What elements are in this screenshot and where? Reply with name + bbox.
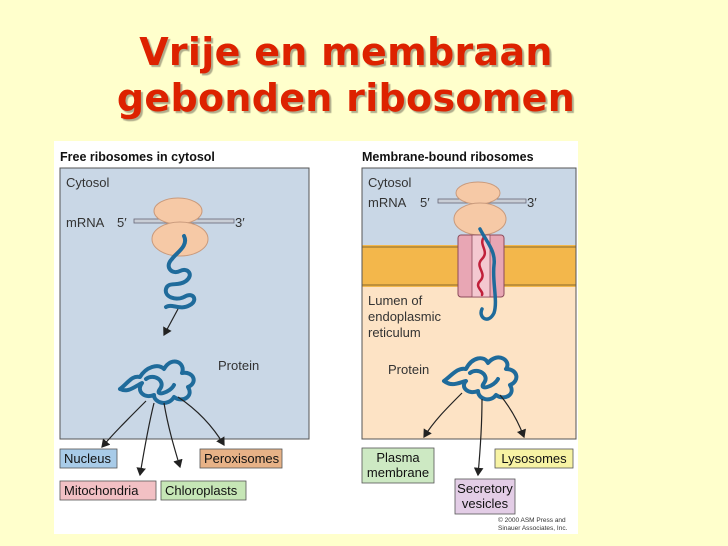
left-mrna-label: mRNA [66,215,105,230]
mitochondria-box [59,480,157,501]
plasma-membrane-box [361,447,435,484]
left-heading: Free ribosomes in cytosol [60,150,215,164]
translocon-channel [457,234,505,298]
right-panel-border [361,167,577,440]
plasma-label-line2: membrane [367,465,429,480]
lysosomes-box [494,448,574,469]
ribosome-figure: Free ribosomes in cytosol Cytosol mRNA 5… [54,141,578,534]
right-polypeptide [478,227,498,321]
right-cytosol-label: Cytosol [368,175,411,190]
right-protein-label: Protein [388,362,429,377]
right-mrna-label: mRNA [368,195,407,210]
lysosomes-label: Lysosomes [501,451,567,466]
copyright-line2: Sinauer Associates, Inc. [498,525,568,532]
right-ribosome [453,181,507,236]
left-arrow-down [163,308,179,337]
arrow-to-lysosomes [499,394,526,439]
nucleus-label: Nucleus [64,451,111,466]
right-five-prime: 5′ [420,195,430,210]
secretory-label-line1: Secretory [457,481,513,496]
left-protein-label: Protein [218,358,259,373]
plasma-label-line1: Plasma [376,450,420,465]
left-protein-fold [144,374,176,396]
left-polypeptide [163,234,197,310]
peroxisomes-label: Peroxisomes [204,451,280,466]
chloroplasts-box [160,480,247,501]
left-three-prime: 3′ [235,215,245,230]
arrow-to-secretory-vesicles [473,398,484,477]
signal-peptide [476,235,487,297]
right-protein [442,355,519,402]
mitochondria-label: Mitochondria [64,483,139,498]
chloroplasts-label: Chloroplasts [165,483,238,498]
copyright-line1: © 2000 ASM Press and [498,516,566,524]
peroxisomes-box [199,448,283,469]
arrow-to-peroxisomes [177,396,225,447]
left-protein [118,359,196,405]
lumen-label-line2: endoplasmic [368,309,441,324]
arrow-to-nucleus [101,400,147,448]
right-heading: Membrane-bound ribosomes [362,150,534,164]
nucleus-box [59,448,118,469]
left-ribosome [151,197,209,257]
slide-title-line2: gebonden ribosomen [116,76,576,120]
secretory-label-line2: vesicles [462,496,509,511]
arrow-to-chloroplasts [163,402,183,469]
lumen-label-line1: Lumen of [368,293,423,308]
right-protein-fold [468,368,500,390]
left-cytosol-label: Cytosol [66,175,109,190]
right-three-prime: 3′ [527,195,537,210]
arrow-to-mitochondria [136,402,155,477]
secretory-vesicles-box [454,478,516,515]
left-five-prime: 5′ [117,215,127,230]
ribosome-diagram: Free ribosomes in cytosol Cytosol mRNA 5… [59,150,577,532]
arrow-to-plasma-membrane [423,392,463,439]
slide-title-line1: Vrije en membraan [139,30,553,74]
lumen-label-line3: reticulum [368,325,421,340]
